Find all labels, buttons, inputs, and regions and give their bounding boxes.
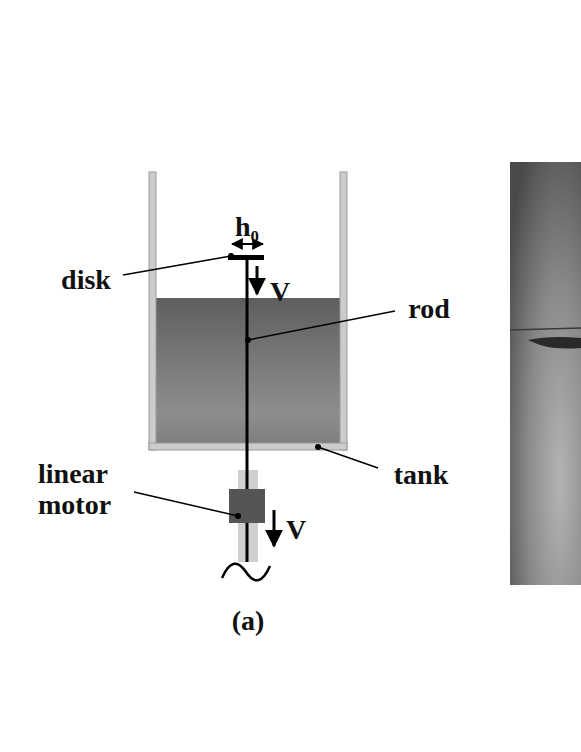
tank-wall	[149, 172, 156, 450]
dimension-label: h₀	[235, 211, 259, 242]
leader-dot	[315, 444, 321, 450]
leader-dot	[235, 513, 241, 519]
part-label: linear motor	[38, 458, 138, 520]
photo-splash	[528, 337, 581, 349]
part-label: rod	[408, 293, 450, 324]
velocity-arrow	[273, 510, 276, 546]
leader-line	[134, 492, 238, 516]
photo-panel	[510, 162, 581, 585]
panel-label: (a)	[232, 605, 265, 636]
leader-dot	[245, 337, 251, 343]
leader-line	[318, 447, 378, 468]
velocity-arrow	[256, 266, 259, 294]
part-label: tank	[394, 459, 448, 490]
leader-dot	[228, 253, 234, 259]
tank-wall	[340, 172, 347, 450]
part-label: disk	[61, 264, 111, 295]
dimension-arrow	[232, 243, 263, 245]
photo-surface	[510, 328, 581, 330]
break-mark	[222, 564, 270, 581]
velocity-label: V	[286, 514, 306, 545]
linear-motor	[229, 489, 265, 523]
leader-line	[248, 311, 395, 340]
leader-line	[123, 256, 231, 275]
velocity-label: V	[270, 276, 290, 307]
